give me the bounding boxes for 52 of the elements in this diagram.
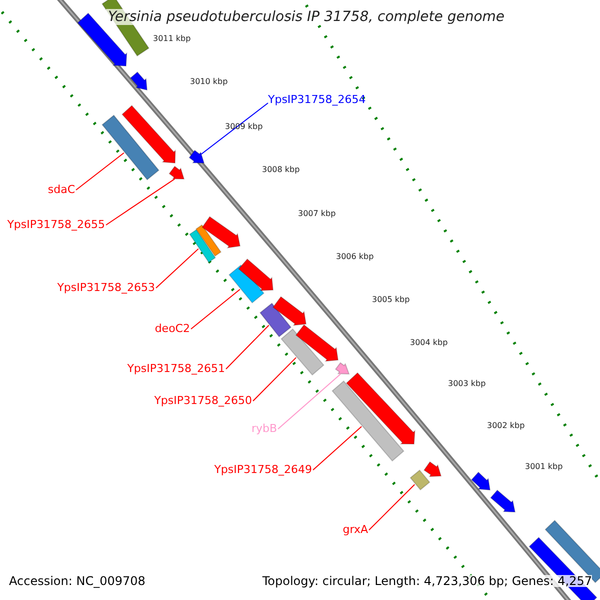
leader-line (200, 102, 268, 155)
title: Yersinia pseudotuberculosis IP 31758, complete genome (106, 9, 507, 25)
gene-feature (130, 71, 148, 91)
scale-label: 3007 kbp (298, 210, 336, 218)
leader-line (368, 484, 416, 530)
leader-line (76, 152, 124, 190)
gene-block (195, 224, 222, 257)
scale-label: 3004 kbp (410, 339, 448, 347)
scale-label: 3003 kbp (448, 380, 486, 388)
gene-label: grxA (342, 524, 368, 535)
gene-label: YpsIP31758_2650 (154, 395, 252, 406)
leader-line (278, 374, 342, 430)
gene-feature (122, 104, 176, 164)
leader-line (226, 324, 270, 370)
gene-block (410, 470, 430, 490)
leader-line (156, 248, 199, 288)
genome-info-text: Topology: circular; Length: 4,723,306 bp; Genes: 4,257 (262, 575, 592, 587)
gene-label: YpsIP31758_2654 (268, 94, 366, 105)
scale-label: 3006 kbp (336, 253, 374, 261)
scale-label: 3010 kbp (190, 78, 228, 86)
gene-block (280, 328, 324, 376)
gene-label: rybB (251, 423, 277, 434)
gene-feature (202, 216, 241, 248)
leader-line (252, 357, 297, 402)
gene-block (259, 302, 292, 338)
gene-feature (168, 166, 185, 180)
gene-feature (238, 258, 274, 292)
gene-label: sdaC (48, 184, 75, 195)
gene-feature (470, 472, 491, 491)
gene-feature (346, 372, 416, 444)
gene-feature (490, 490, 516, 513)
leader-line (190, 288, 240, 330)
gene-feature (334, 362, 350, 375)
gene-feature (423, 461, 442, 478)
gene-label: YpsIP31758_2653 (57, 282, 155, 293)
scale-label: 3002 kbp (487, 422, 525, 430)
accession-text: Accession: NC_009708 (9, 575, 146, 587)
scale-label: 3008 kbp (262, 166, 300, 174)
gene-feature (272, 296, 307, 326)
gene-block (189, 229, 216, 263)
gene-label: YpsIP31758_2651 (127, 363, 225, 374)
gene-label: deoC2 (154, 323, 190, 334)
gene-feature (188, 150, 205, 164)
gene-block (102, 114, 160, 180)
leader-line (106, 178, 176, 226)
gene-label: YpsIP31758_2655 (7, 219, 105, 230)
leader-line (312, 426, 362, 470)
gene-block (332, 380, 404, 462)
gene-feature (295, 324, 339, 362)
scale-label: 3001 kbp (525, 463, 563, 471)
gene-label: YpsIP31758_2649 (214, 464, 312, 475)
scale-label: 3005 kbp (372, 296, 410, 304)
